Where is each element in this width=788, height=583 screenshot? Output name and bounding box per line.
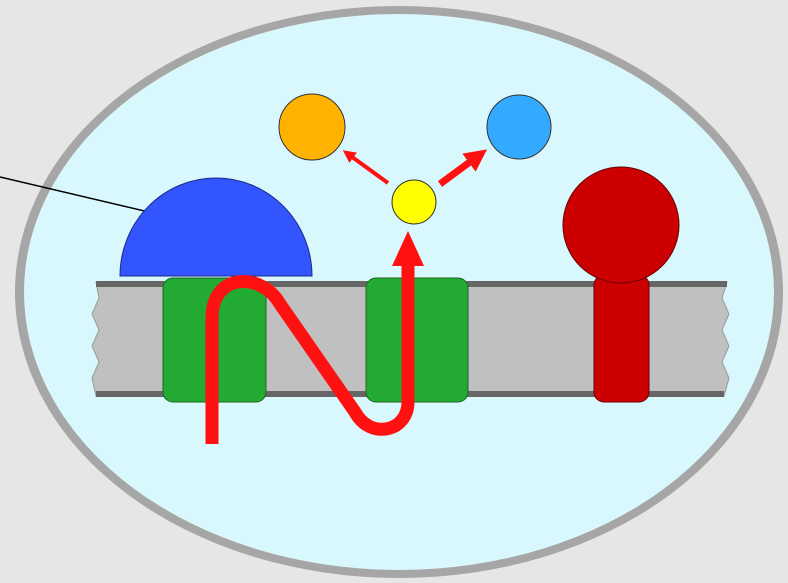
orange-molecule xyxy=(278,93,346,161)
blue-dome xyxy=(119,177,313,277)
arrow-to-orange-molecule xyxy=(342,150,390,185)
arrow-to-blue-molecule xyxy=(437,149,488,187)
yellow-molecule xyxy=(391,179,437,225)
red-receptor xyxy=(562,166,680,403)
leader-line xyxy=(0,176,171,218)
blue-molecule xyxy=(486,94,552,160)
middle-channel xyxy=(365,277,469,403)
signal-pathway xyxy=(205,262,415,444)
red-receptor-head xyxy=(562,166,680,284)
signal-pathway-arrowhead xyxy=(392,231,424,266)
red-receptor-stalk xyxy=(593,274,650,403)
